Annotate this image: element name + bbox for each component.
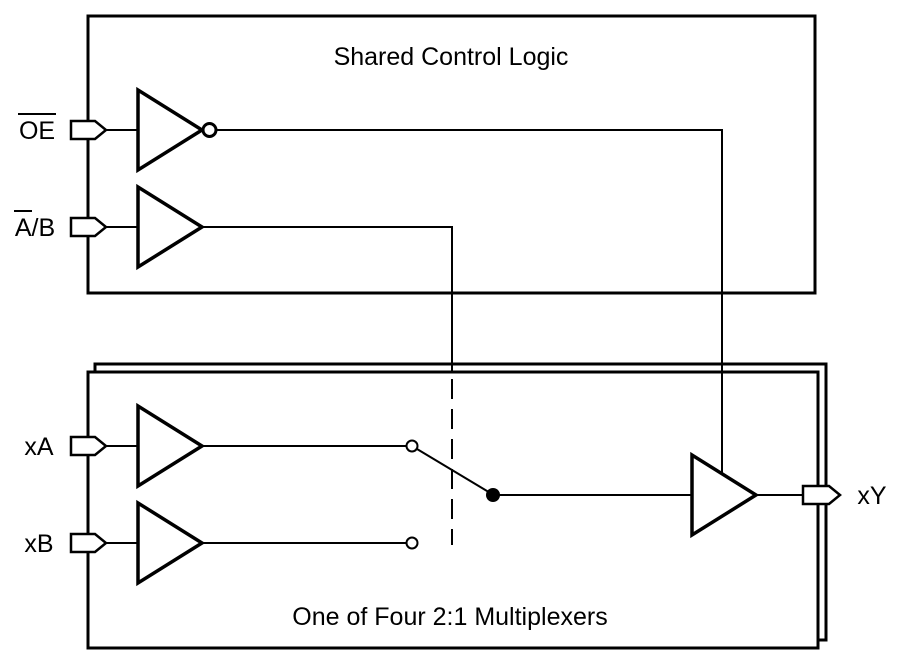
oe-input-pin [69, 119, 108, 141]
xa-buffer [136, 402, 206, 490]
xb-input-label: xB [24, 530, 53, 558]
ab-input-pin [69, 216, 108, 238]
xy-output-pin [801, 484, 842, 506]
switch-contact-a [405, 439, 419, 453]
shared-control-logic-title: Shared Control Logic [334, 43, 569, 71]
ab-select-label: A/B [15, 214, 55, 242]
ab-overlined-part: A [15, 214, 32, 242]
ab-rest-part: /B [32, 214, 56, 242]
ab-select-wire [202, 226, 453, 372]
oe-input-label: OE [19, 117, 55, 145]
xb-input-pin [69, 532, 108, 554]
xa-input-label: xA [24, 433, 54, 461]
switch-blade [416, 448, 493, 495]
xa-input-pin [69, 435, 108, 457]
oe-enable-wire [216, 129, 723, 474]
inverter-bubble [201, 122, 218, 138]
xy-output-label: xY [857, 482, 887, 510]
switch-contact-b [405, 536, 419, 550]
switch-pole-dot [486, 488, 500, 502]
output-buffer [690, 451, 760, 539]
mux-box-title: One of Four 2:1 Multiplexers [292, 603, 607, 631]
xb-buffer [136, 499, 206, 587]
oe-inverter [136, 86, 206, 174]
ab-buffer [136, 183, 206, 271]
